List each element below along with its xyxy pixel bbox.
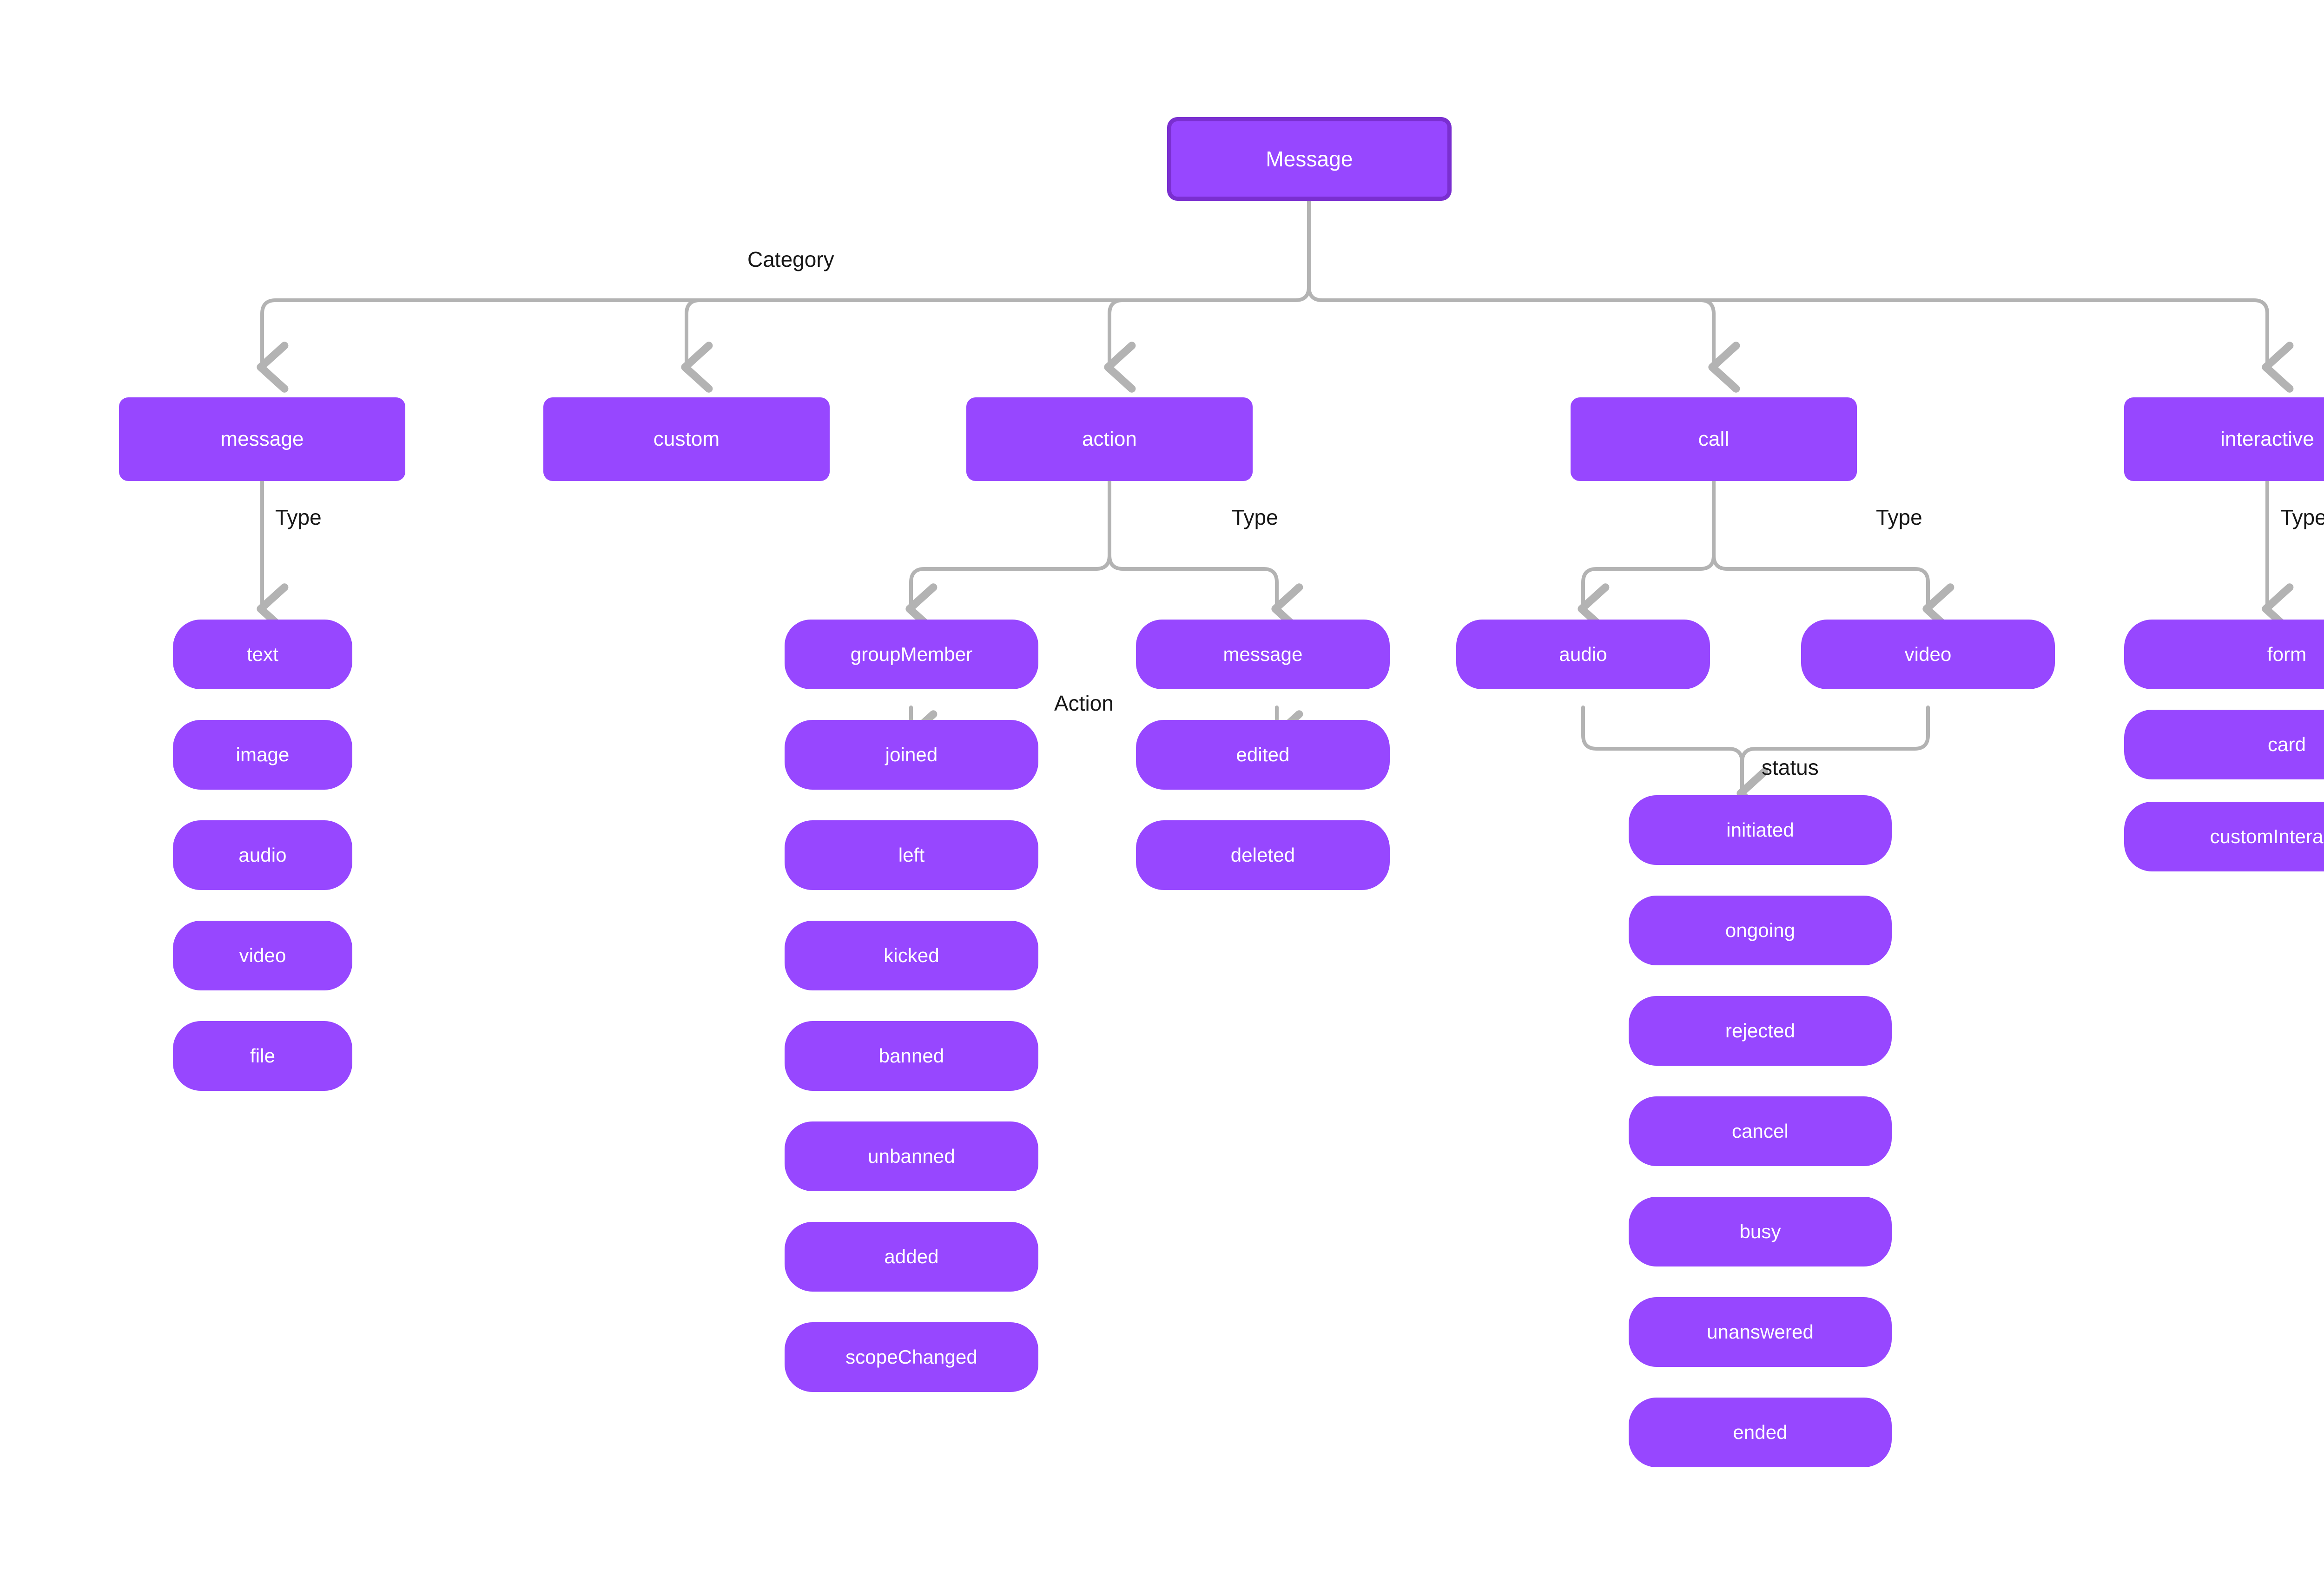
wire-call-audio: [1578, 567, 1702, 634]
edge-label-interactive-type: Type: [2280, 505, 2324, 529]
node-interactive-type-form[interactable]: form: [2124, 620, 2324, 689]
node-label: Message: [1266, 146, 1353, 171]
node-label: form: [2267, 643, 2307, 665]
wire-action-message: [1121, 567, 1303, 634]
wire-call-video: [1725, 567, 1954, 634]
node-call-type-audio[interactable]: audio: [1456, 620, 1710, 689]
edge-label-message-type: Type: [275, 505, 322, 529]
node-label: audio: [1559, 643, 1607, 665]
node-groupmember-action-scopechanged[interactable]: scopeChanged: [785, 1322, 1038, 1392]
node-message-type-video[interactable]: video: [173, 921, 352, 990]
node-action-type-message[interactable]: message: [1136, 620, 1390, 689]
node-label: ended: [1733, 1421, 1788, 1443]
wire-action-groupmember: [905, 567, 1098, 634]
node-label: message: [1223, 643, 1303, 665]
node-message-type-image[interactable]: image: [173, 720, 352, 790]
node-call-status-busy[interactable]: busy: [1629, 1197, 1892, 1266]
node-label: call: [1698, 427, 1730, 450]
node-label: rejected: [1725, 1019, 1796, 1042]
node-label: unbanned: [868, 1145, 955, 1167]
node-call-status-ended[interactable]: ended: [1629, 1398, 1892, 1467]
node-groupmember-action-banned[interactable]: banned: [785, 1021, 1038, 1091]
node-label: customInteractive: [2210, 825, 2324, 847]
node-message-type-audio[interactable]: audio: [173, 820, 352, 890]
node-label: left: [898, 844, 925, 866]
wire-audio-status: [1581, 706, 1769, 819]
edge-label-action-type: Type: [1232, 505, 1278, 529]
edge-label-call-type: Type: [1876, 505, 1922, 529]
node-label: custom: [653, 427, 720, 450]
node-label: file: [250, 1044, 276, 1067]
node-message-action-edited[interactable]: edited: [1136, 720, 1390, 790]
node-call-status-rejected[interactable]: rejected: [1629, 996, 1892, 1066]
node-groupmember-action-joined[interactable]: joined: [785, 720, 1038, 790]
wire-root-bus-left: [1294, 199, 1311, 302]
node-label: busy: [1739, 1220, 1781, 1242]
edge-label-action-action: Action: [1054, 691, 1114, 715]
node-call-status-unanswered[interactable]: unanswered: [1629, 1297, 1892, 1367]
node-label: cancel: [1731, 1120, 1789, 1142]
node-label: card: [2267, 733, 2306, 755]
wire-action-bus-left: [1094, 479, 1111, 571]
node-label: interactive: [2220, 427, 2314, 450]
node-label: action: [1082, 427, 1137, 450]
node-category-message[interactable]: message: [119, 397, 405, 481]
wire-call-bus-left: [1698, 479, 1716, 571]
node-label: added: [884, 1245, 939, 1267]
wire-bus-action: [1104, 298, 1297, 393]
node-label: banned: [878, 1044, 944, 1067]
node-label: joined: [885, 743, 938, 765]
node-message-action-deleted[interactable]: deleted: [1136, 820, 1390, 890]
node-call-type-video[interactable]: video: [1801, 620, 2055, 689]
node-label: text: [246, 643, 279, 665]
node-action-type-groupmember[interactable]: groupMember: [785, 620, 1038, 689]
node-label: scopeChanged: [845, 1346, 977, 1368]
wire-bus-interactive: [1320, 298, 2294, 393]
node-message-type-file[interactable]: file: [173, 1021, 352, 1091]
node-groupmember-action-left[interactable]: left: [785, 820, 1038, 890]
node-label: deleted: [1230, 844, 1295, 866]
wire-bus-message: [257, 298, 1297, 393]
wire-bus-call: [1320, 298, 1740, 393]
node-call-status-cancel[interactable]: cancel: [1629, 1096, 1892, 1166]
node-call-status-initiated[interactable]: initiated: [1629, 795, 1892, 865]
edge-label-call-status: status: [1762, 755, 1819, 779]
node-label: initiated: [1726, 818, 1794, 841]
node-category-custom[interactable]: custom: [543, 397, 830, 481]
edge-label-category: Category: [747, 247, 834, 271]
node-label: message: [220, 427, 304, 450]
node-interactive-type-card[interactable]: card: [2124, 710, 2324, 779]
node-category-action[interactable]: action: [966, 397, 1253, 481]
node-category-call[interactable]: call: [1571, 397, 1857, 481]
node-root-message[interactable]: Message: [1167, 117, 1452, 201]
node-label: groupMember: [850, 643, 973, 665]
node-interactive-type-custominteractive[interactable]: customInteractive: [2124, 802, 2324, 871]
node-label: kicked: [884, 944, 939, 966]
node-label: ongoing: [1725, 919, 1796, 941]
wire-video-status: [1740, 706, 1930, 795]
node-label: video: [1904, 643, 1952, 665]
wire-root-bus-right: [1307, 199, 1324, 302]
node-label: edited: [1236, 743, 1290, 765]
node-category-interactive[interactable]: interactive: [2124, 397, 2324, 481]
node-message-type-text[interactable]: text: [173, 620, 352, 689]
wire-call-bus-right: [1712, 479, 1729, 571]
node-label: video: [239, 944, 286, 966]
node-label: audio: [238, 844, 287, 866]
node-label: unanswered: [1707, 1320, 1814, 1343]
node-groupmember-action-added[interactable]: added: [785, 1222, 1038, 1292]
node-groupmember-action-unbanned[interactable]: unbanned: [785, 1121, 1038, 1191]
wire-bus-custom: [681, 298, 1297, 393]
wire-action-bus-right: [1108, 479, 1125, 571]
node-label: image: [236, 743, 290, 765]
node-call-status-ongoing[interactable]: ongoing: [1629, 896, 1892, 965]
node-groupmember-action-kicked[interactable]: kicked: [785, 921, 1038, 990]
